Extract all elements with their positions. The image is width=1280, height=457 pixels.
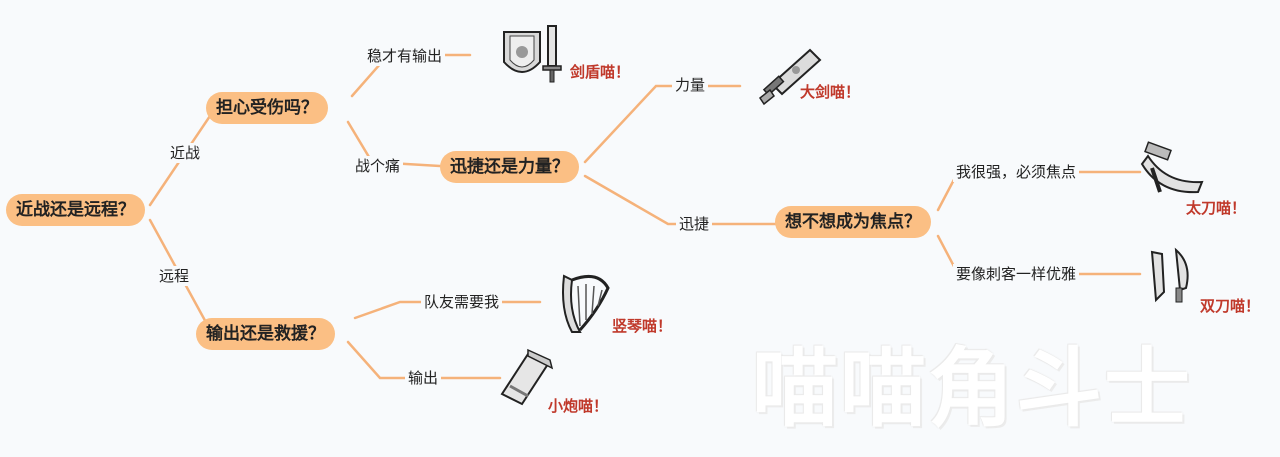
node-output-or-rescue: 输出还是救援？ [196,318,335,350]
result-cannon: 小炮喵！ [548,397,609,415]
answer-assassin: 要像刺客一样优雅 [953,264,1080,284]
answer-agile: 迅捷 [676,214,713,234]
answer-team-needs-me: 队友需要我 [421,292,503,312]
watermark-logo: 喵喵角斗士 [752,339,1192,439]
result-dual-blades: 双刀喵！ [1200,297,1261,315]
result-sword-shield: 剑盾喵！ [570,63,631,81]
result-greatsword: 大剑喵！ [800,83,861,101]
branch-melee-label: 近战 [167,143,204,163]
result-tachi: 太刀喵！ [1186,199,1247,217]
answer-output: 输出 [405,368,442,388]
root-node: 近战还是远程？ [6,194,145,226]
node-focus: 想不想成为焦点？ [775,206,931,238]
dual-blades-icon [1150,247,1189,303]
answer-steady-output: 稳才有输出 [364,46,446,66]
answer-power: 力量 [672,75,709,95]
sword-shield-icon [503,25,562,83]
answer-strong-focus: 我很强，必须焦点 [953,162,1080,182]
greatsword-icon [758,48,822,106]
tachi-icon [1140,141,1204,194]
branch-ranged-label: 远程 [156,266,193,286]
harp-icon [562,274,610,333]
node-worry-damage: 担心受伤吗？ [206,92,328,124]
cannon-icon [500,348,554,406]
result-harp: 竖琴喵！ [612,317,673,335]
node-agile-or-power: 迅捷还是力量？ [440,151,579,183]
answer-fight-pain: 战个痛 [352,156,404,176]
